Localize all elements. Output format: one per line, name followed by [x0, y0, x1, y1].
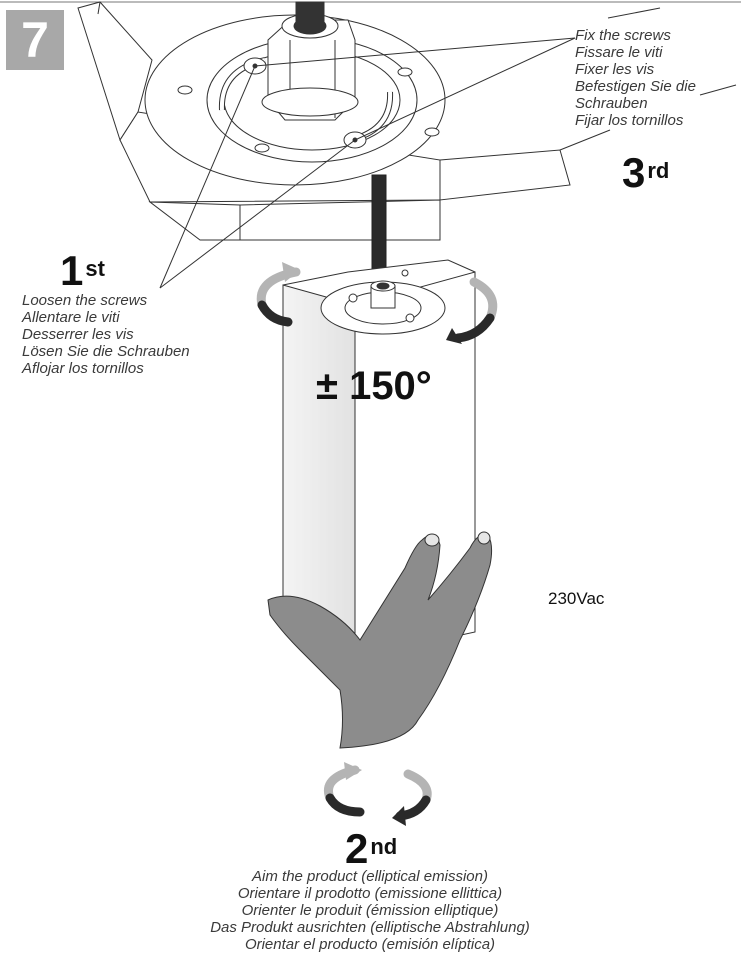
- step3-line: Fix the screws: [575, 27, 671, 44]
- step3-text: Fix the screws Fissare le viti Fixer les…: [575, 27, 696, 129]
- step2-line: Aim the product (elliptical emission): [252, 868, 488, 885]
- step3-suffix: rd: [647, 158, 670, 183]
- product-body: [282, 259, 476, 659]
- rotation-angle-label: ± 150°: [316, 364, 432, 408]
- step2-line: Orientar el producto (emisión elíptica): [244, 936, 496, 953]
- rotation-arrows-top: [256, 262, 498, 344]
- step3-line: Fijar los tornillos: [575, 112, 684, 129]
- step1-number: 1: [60, 247, 84, 294]
- step1-label: 1st: [60, 250, 105, 292]
- step2-line: Orienter le produit (émission elliptique…: [241, 902, 499, 919]
- step1-text: Loosen the screws Allentare le viti Dess…: [22, 292, 190, 377]
- step-number-badge: 7: [6, 10, 64, 70]
- step1-line: Lösen Sie die Schrauben: [22, 343, 190, 360]
- voltage-label: 230Vac: [548, 589, 605, 608]
- step2-line: Orientare il prodotto (emissione ellitti…: [237, 885, 503, 902]
- leader-lines: [159, 7, 737, 289]
- step3-number: 3: [622, 149, 646, 196]
- step2-suffix: nd: [370, 834, 398, 859]
- step3-line: Fixer les vis: [575, 61, 655, 78]
- rotation-arrows-bottom: [324, 762, 432, 826]
- step1-line: Aflojar los tornillos: [22, 360, 144, 377]
- step2-line: Das Produkt ausrichten (elliptische Abst…: [210, 919, 530, 936]
- step3-label: 3rd: [622, 152, 669, 194]
- step2-label: 2nd: [345, 828, 397, 870]
- step3-line: Befestigen Sie die: [575, 78, 696, 95]
- step3-line: Schrauben: [575, 95, 648, 112]
- step1-line: Desserrer les vis: [22, 326, 134, 343]
- step1-suffix: st: [85, 256, 105, 281]
- step1-line: Allentare le viti: [22, 309, 120, 326]
- step2-text: Aim the product (elliptical emission) Or…: [140, 868, 600, 953]
- step2-number: 2: [345, 825, 369, 872]
- step1-line: Loosen the screws: [22, 292, 148, 309]
- fingernails: [424, 531, 491, 547]
- central-nut: [261, 1, 387, 288]
- step3-line: Fissare le viti: [575, 44, 663, 61]
